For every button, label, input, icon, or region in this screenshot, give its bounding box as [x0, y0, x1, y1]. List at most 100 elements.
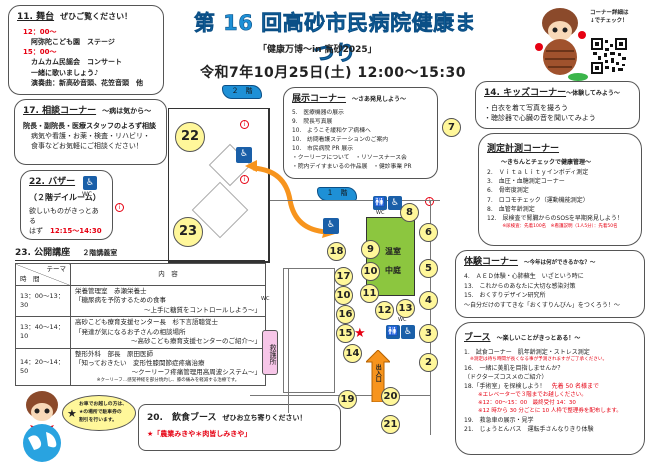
building-block: [283, 268, 335, 393]
spot-7: 7: [442, 118, 461, 137]
wc-label: WC: [376, 210, 385, 216]
wc-icon: 🚻: [386, 325, 400, 339]
spot-23: 23: [173, 217, 203, 247]
kids-section: 14. キッズコーナー～体験してみよう～ ・白衣を着て写真を撮ろう ・聴診器で心…: [475, 81, 640, 129]
wc-icon: 🚻: [373, 196, 387, 210]
measure-note: ※尿検査：先着100名 ※看護説明（1人5分）：先着50名: [502, 223, 618, 229]
courtyard-label: 中庭: [385, 266, 401, 276]
measure-item: 7. ロコモチェック（運動機能測定）: [487, 196, 589, 204]
exhibit-item: ・院内デイすまいるの作品展 ・健診事業 PR: [292, 163, 412, 170]
qr-note-line: コーナー詳細は: [590, 10, 629, 16]
consult-subtitle: ～病は気から～: [102, 107, 152, 115]
info-icon: i: [240, 120, 249, 129]
spot-13: 13: [396, 299, 415, 318]
lecture-time: 13：40～14：10: [15, 316, 71, 349]
consult-lead: 院長・副院長・医療スタッフのよろず相談: [23, 122, 156, 131]
kids-item: ・聴診器で心臓の音を聞いてみよう: [484, 114, 596, 123]
elevator-icon: ♿: [236, 147, 252, 163]
lecture-time: 13：00～13：30: [15, 284, 71, 318]
first-aid-station: 救護所: [262, 330, 278, 375]
lecture-place: ２階講義室: [82, 249, 118, 257]
consult-title: 17. 相談コーナー: [23, 106, 97, 116]
lecture-line: 「知っておきたい 変形性膝関節症疼痛治療: [75, 358, 205, 367]
elevator-icon: ♿: [323, 218, 339, 234]
spot-21: 21: [381, 415, 400, 434]
qr-code[interactable]: [591, 38, 627, 74]
lecture-line: 「糖尿病を予防するための食事: [75, 296, 166, 305]
lecture-speaker: 整形外科 部長 原田医師: [75, 349, 153, 358]
bazaar-title: 22. バザー: [29, 177, 76, 187]
star-icon: ★: [67, 407, 77, 420]
floor2-flag: ２ 階: [222, 85, 262, 99]
bazaar-place: （２階デイルーム）: [29, 193, 101, 203]
booth-item-sub: （ドクターズコスメのご紹介）: [464, 373, 548, 381]
spot-22: 22: [175, 122, 205, 152]
spot-9: 9: [361, 240, 380, 259]
lecture-line: ～上手に糖質をコントロールしよう～」: [144, 305, 261, 314]
bazaar-time: 12:15～14:30: [50, 226, 102, 235]
info-icon: i: [115, 203, 124, 212]
info-icon: i: [240, 175, 249, 184]
accessible-wc-icon: ♿: [401, 325, 415, 339]
spot-10: 10: [334, 286, 353, 305]
measure-section: 測定計測コーナー ～きちんとチェックで健康管理～ 2. Ｖｉｔａｌｉｔｙインボデ…: [478, 133, 642, 246]
food-subtitle: ぜひお立ち寄りください！: [222, 414, 307, 422]
lecture-line: ～高砂こども療育支援センターのご紹介～」: [131, 337, 261, 346]
stage-section: 11. 舞台ぜひご覧ください！ 12：00～ 阿弥陀こども園 ステージ 15：0…: [8, 5, 164, 95]
experience-title: 体験コーナー: [464, 257, 519, 267]
greenhouse-label: 温室: [385, 247, 401, 256]
lecture-title: 23. 公開講座: [15, 248, 71, 258]
entrance-label: 出入口: [374, 364, 382, 382]
consult-line: 食事などお気軽にご相談ください！: [31, 142, 143, 151]
measure-item: 8. 血管年齢測定: [487, 205, 535, 213]
kids-subtitle: ～体験してみよう～: [566, 90, 620, 97]
parking-bubble: ★ お車でお越しの方は、 ★の場所で駐車券の 割引を行います。: [62, 395, 136, 431]
exhibit-section: 展示コーナー～さあ発見しよう～ 5. 医療機器の展示 9. 院長写真展 10. …: [283, 87, 438, 179]
exhibit-item: 10. ようこそ緩和ケア病棟へ: [292, 128, 371, 135]
experience-item: 15. おくすりデザイン研究所: [464, 292, 546, 300]
booth-note: ※12：00～15：00 最終受付 14：30: [478, 400, 576, 407]
header-theme: テーマ: [46, 265, 67, 274]
experience-subtitle: ～今年は何ができるかな？～: [524, 260, 596, 266]
parking-star-icon: ★: [354, 326, 366, 341]
food-items: ★「農業みきや＊肉皆しみきや」: [147, 430, 252, 439]
experience-section: 体験コーナー～今年は何ができるかな？～ 4. ＡＥＤ体験・心肺蘇生 いざという時…: [455, 250, 645, 318]
exhibit-item: 9. 院長写真展: [292, 119, 333, 126]
info-icon: i: [425, 197, 434, 206]
wall-line: [288, 268, 289, 413]
header-content: 内 容: [70, 263, 266, 286]
event-date: 令和7年10月25日(土) 12:00～15:30: [200, 65, 467, 81]
booth-limit: 先着 50 名様まで: [551, 382, 600, 390]
stage-time: 12：00～: [23, 28, 57, 37]
bazaar-text: はず: [29, 226, 43, 235]
spot-2: 2: [419, 353, 438, 372]
measure-item: 12. 尿検査で腎臓からのSOSを早期発見しよう！: [487, 215, 623, 223]
header-time: 時 間: [20, 274, 40, 283]
accessible-wc-icon: ♿: [388, 196, 402, 210]
booth-note: ※12 時から 30 分ごとに 10 人枠で整理券を配布します。: [478, 408, 622, 415]
stage-subtitle: ぜひご覧ください！: [60, 12, 133, 21]
accessible-wc-icon: ♿: [83, 176, 97, 190]
floor2-outline: [168, 108, 270, 263]
spot-3: 3: [419, 324, 438, 343]
spot-12: 12: [375, 301, 394, 320]
wall-line: [270, 200, 440, 201]
booth-item: 19. 救急車の展示・見学: [464, 416, 534, 424]
spot-16: 16: [336, 305, 355, 324]
experience-item: ～自分だけのすてきな「おくすりんびん」をつくろう！～: [464, 301, 620, 309]
booth-section: ブース～楽しいことがきっとある！～ 1. 試食コーナー 肌年齢測定・ストレス測定…: [455, 322, 645, 455]
booth-item: 16. 一緒に美肌を目指しませんか？: [464, 364, 564, 372]
exhibit-item: 10. 訪問看護ステーションのご案内: [292, 137, 389, 143]
stage-line: 一緒に歌いましょう♪: [31, 68, 99, 77]
booth-note: ※測定は待ち時間が長くなる事が予測されますがご了承ください。: [470, 357, 608, 363]
page-title: 第 16 回高砂市民病院健康まつり: [193, 11, 477, 66]
wall-line: [430, 200, 431, 435]
spot-8: 8: [400, 203, 419, 222]
exhibit-item: 10. 市民病院 PR 展示: [292, 145, 354, 152]
spot-15: 15: [336, 324, 355, 343]
booth-subtitle: ～楽しいことがきっとある！～: [496, 335, 581, 342]
stage-line: 阿弥陀こども園 ステージ: [31, 38, 115, 47]
